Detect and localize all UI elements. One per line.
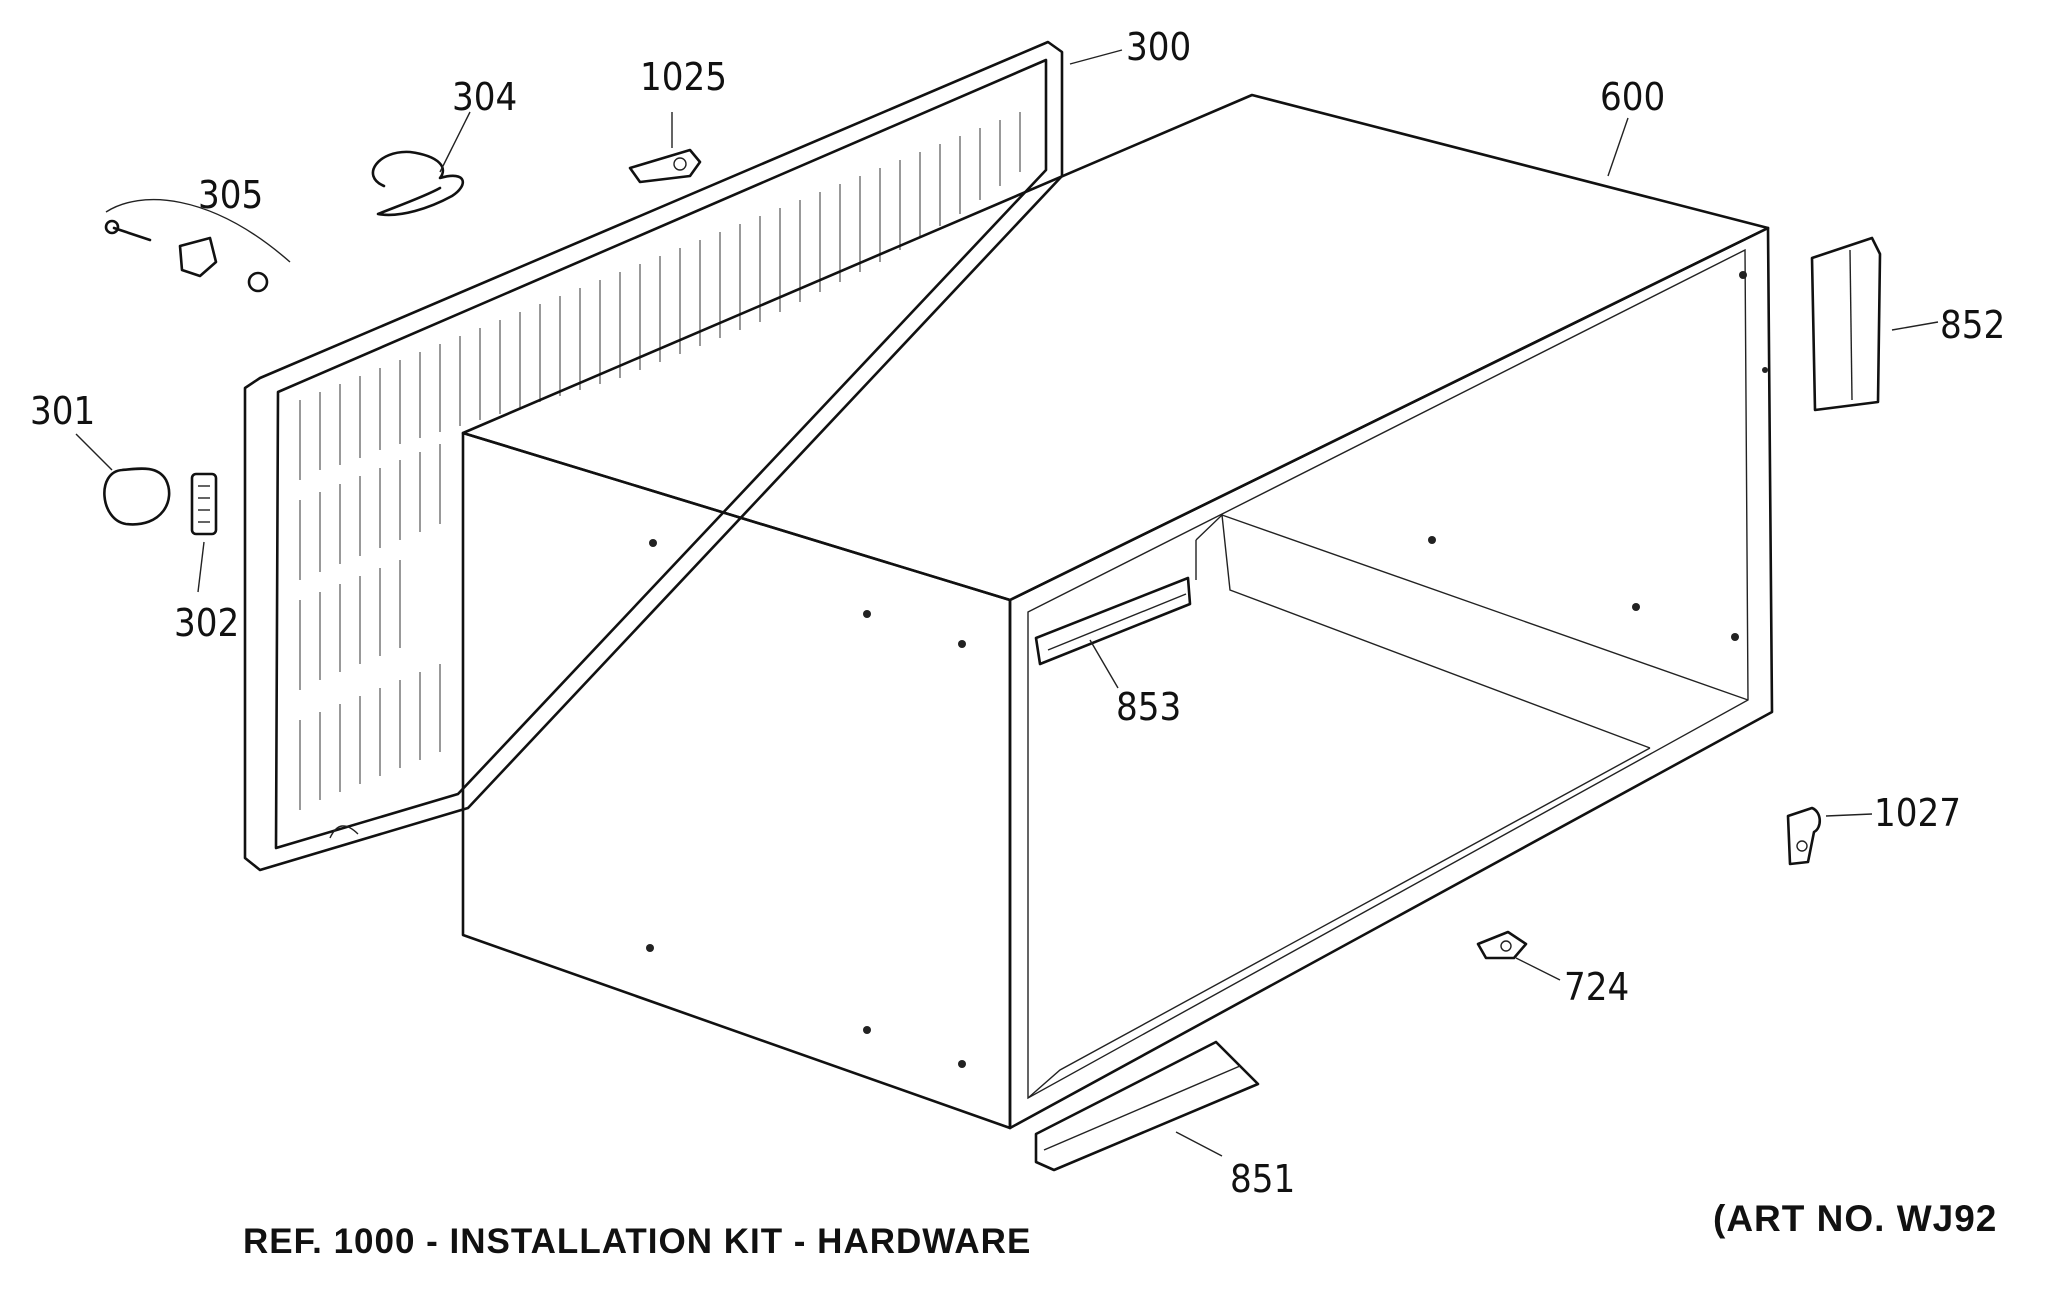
screw-kit-305 xyxy=(104,198,291,293)
rear-grille-panel xyxy=(243,40,1064,872)
label-852: 852 xyxy=(1940,303,2005,347)
label-1025: 1025 xyxy=(640,55,727,99)
label-1027: 1027 xyxy=(1874,791,1961,835)
leader-lines xyxy=(75,49,1939,1157)
label-851: 851 xyxy=(1230,1157,1295,1201)
clip-724 xyxy=(1476,930,1528,960)
label-724: 724 xyxy=(1564,965,1629,1009)
bracket-1025 xyxy=(628,148,702,184)
label-302: 302 xyxy=(174,601,239,645)
cabinet-sleeve xyxy=(461,93,1774,1130)
bracket-1027 xyxy=(1786,806,1822,866)
label-600: 600 xyxy=(1600,75,1665,119)
knob-301 xyxy=(103,467,171,526)
cabinet-screws xyxy=(646,271,1768,1068)
spring-clip-304 xyxy=(371,150,464,217)
bottom-rail-851 xyxy=(1034,1040,1260,1172)
label-304: 304 xyxy=(452,75,517,119)
installation-kit-caption: REF. 1000 - INSTALLATION KIT - HARDWARE xyxy=(243,1222,1032,1261)
art-number-caption: (ART NO. WJ92 xyxy=(1713,1198,1998,1239)
label-305: 305 xyxy=(198,173,263,217)
label-301: 301 xyxy=(30,389,95,433)
slide-302 xyxy=(190,472,218,536)
label-300: 300 xyxy=(1126,25,1191,69)
label-853: 853 xyxy=(1116,685,1181,729)
side-angle-852 xyxy=(1810,236,1882,412)
top-rail-853 xyxy=(1034,576,1192,666)
